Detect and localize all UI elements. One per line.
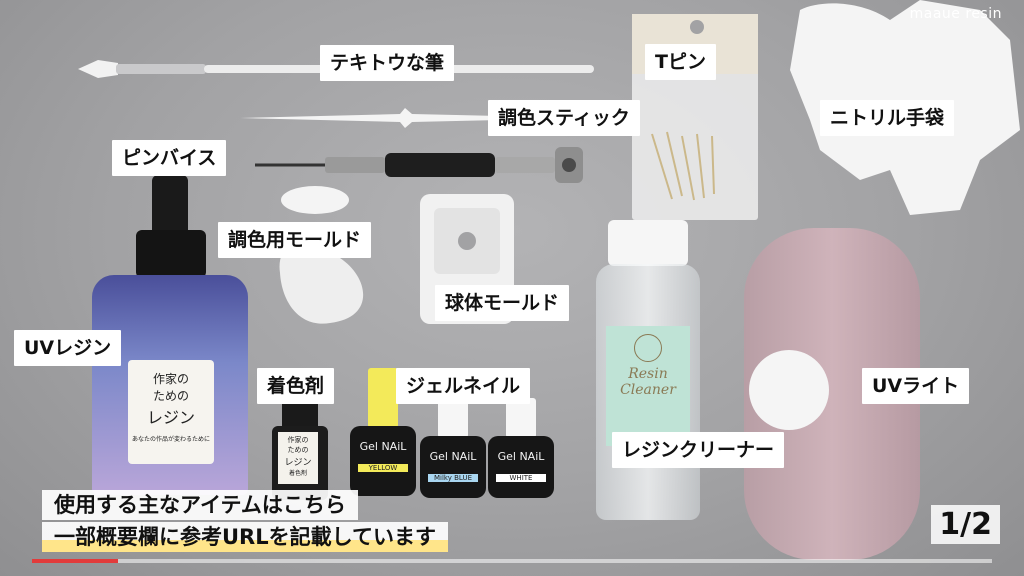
caption-line-2: 一部概要欄に参考URLを記載しています <box>42 522 448 552</box>
label-brush: テキトウな筆 <box>320 45 455 81</box>
gel-nail-yellow-color: YELLOW <box>358 464 408 472</box>
resin-cleaner-bottle: Resin Cleaner <box>592 220 704 520</box>
gel-nail-yellow: Gel NAiL YELLOW <box>350 368 416 496</box>
channel-watermark: maaue resin <box>909 6 1002 22</box>
gel-nail-blue: Gel NAiL Milky BLUE <box>420 398 486 498</box>
colorant-label-line2: ための <box>287 446 309 454</box>
toning-mold <box>279 186 364 324</box>
toning-stick <box>240 108 500 128</box>
video-progress-bar[interactable] <box>32 559 992 563</box>
label-toning-stick: 調色スティック <box>488 100 640 136</box>
colorant-label-line1: 作家の <box>287 436 309 444</box>
colorant-bottle: 作家の ための レジン 着色剤 <box>272 400 328 500</box>
label-toning-mold: 調色用モールド <box>218 222 372 258</box>
gel-nail-white: Gel NAiL WHITE <box>488 398 554 498</box>
label-uv-resin: UVレジン <box>14 330 122 366</box>
gel-nail-blue-color: Milky BLUE <box>428 474 478 482</box>
label-gloves: ニトリル手袋 <box>820 100 955 136</box>
label-gel-nail: ジェルネイル <box>396 368 531 404</box>
label-uv-light: UVライト <box>862 368 970 404</box>
uv-resin-bottle: 作家の ための レジン あなたの作品が変わるために <box>92 175 248 495</box>
resin-label-sub: あなたの作品が変わるために <box>131 436 210 443</box>
cleaner-label-line1: Resin <box>628 366 668 382</box>
page-indicator: 1/2 <box>931 505 1000 544</box>
label-sphere-mold: 球体モールド <box>435 285 570 321</box>
resin-label-line3: レジン <box>146 408 195 427</box>
caption-line-1: 使用する主なアイテムはこちら <box>42 490 358 520</box>
resin-label-line1: 作家の <box>152 372 189 386</box>
label-resin-cleaner: レジンクリーナー <box>612 432 785 468</box>
resin-label-line2: ための <box>152 389 189 403</box>
label-colorant: 着色剤 <box>257 368 335 404</box>
pin-vise <box>255 147 583 183</box>
colorant-label-line3: レジン <box>284 458 312 468</box>
gel-nail-yellow-brand: Gel NAiL <box>359 440 407 453</box>
gel-nail-white-brand: Gel NAiL <box>497 450 545 463</box>
video-progress-fill <box>32 559 119 563</box>
colorant-label-sub: 着色剤 <box>288 470 307 477</box>
gel-nail-blue-brand: Gel NAiL <box>429 450 477 463</box>
label-pin-vise: ピンバイス <box>112 140 227 176</box>
label-t-pin: Tピン <box>645 44 716 80</box>
cleaner-label-line2: Cleaner <box>620 382 676 398</box>
gel-nail-white-color: WHITE <box>496 474 546 482</box>
